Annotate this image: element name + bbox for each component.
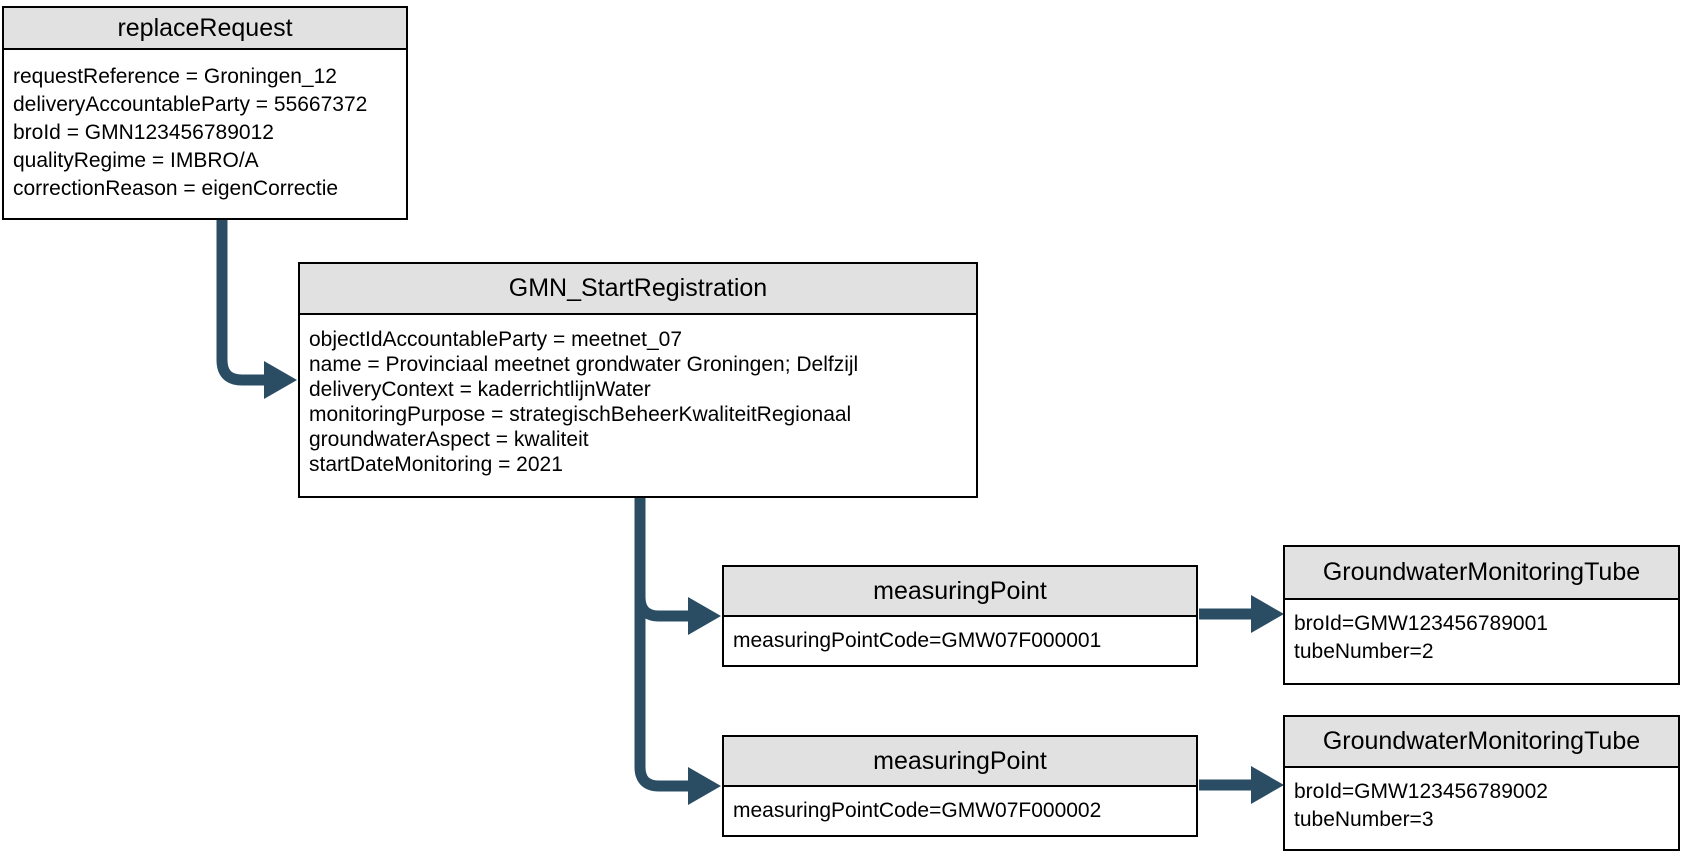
connector-replacerequest-to-gmn: [216, 220, 266, 386]
node-measuring-point-1-body: measuringPointCode=GMW07F000001: [724, 617, 1196, 665]
node-groundwater-monitoring-tube-2: GroundwaterMonitoringTube broId=GMW12345…: [1283, 715, 1680, 851]
arrowhead-to-tube-1: [1251, 595, 1284, 633]
connector-gmn-to-measuringpoint-1: [634, 498, 689, 622]
attribute-line: deliveryContext = kaderrichtlijnWater: [309, 378, 651, 401]
node-groundwater-monitoring-tube-1-header: GroundwaterMonitoringTube: [1285, 547, 1678, 600]
node-replace-request-title: replaceRequest: [117, 13, 293, 42]
node-measuring-point-2-body: measuringPointCode=GMW07F000002: [724, 787, 1196, 835]
node-groundwater-monitoring-tube-2-title: GroundwaterMonitoringTube: [1322, 727, 1641, 755]
attribute-line: broId=GMW123456789002: [1294, 780, 1548, 803]
node-measuring-point-1: measuringPoint measuringPointCode=GMW07F…: [722, 565, 1198, 667]
arrowhead-to-measuringpoint-1: [688, 597, 721, 635]
arrowhead-to-tube-2: [1251, 766, 1284, 804]
attribute-line: monitoringPurpose = strategischBeheerKwa…: [309, 403, 852, 426]
node-groundwater-monitoring-tube-2-body: broId=GMW123456789002 tubeNumber=3: [1285, 768, 1678, 834]
connector-gmn-to-measuringpoint-2: [634, 498, 689, 792]
node-groundwater-monitoring-tube-1: GroundwaterMonitoringTube broId=GMW12345…: [1283, 545, 1680, 685]
attribute-line: name = Provinciaal meetnet grondwater Gr…: [309, 353, 859, 376]
attribute-line: broId=GMW123456789001: [1294, 612, 1548, 635]
node-measuring-point-2-header: measuringPoint: [724, 737, 1196, 787]
node-measuring-point-2: measuringPoint measuringPointCode=GMW07F…: [722, 735, 1198, 837]
node-replace-request: replaceRequest requestReference = Gronin…: [2, 6, 408, 220]
attribute-line: objectIdAccountableParty = meetnet_07: [309, 328, 682, 351]
node-gmn-start-registration: GMN_StartRegistration objectIdAccountabl…: [298, 262, 978, 498]
attribute-line: requestReference = Groningen_12: [13, 65, 337, 88]
node-gmn-start-registration-title: GMN_StartRegistration: [508, 274, 768, 302]
node-measuring-point-1-header: measuringPoint: [724, 567, 1196, 617]
attribute-line: measuringPointCode=GMW07F000002: [733, 799, 1102, 822]
attribute-line: tubeNumber=3: [1294, 808, 1434, 831]
node-gmn-start-registration-body: objectIdAccountableParty = meetnet_07 na…: [300, 315, 976, 477]
node-replace-request-body: requestReference = Groningen_12 delivery…: [4, 50, 406, 203]
arrowhead-to-measuringpoint-2: [688, 767, 721, 805]
node-gmn-start-registration-header: GMN_StartRegistration: [300, 264, 976, 315]
attribute-line: broId = GMN123456789012: [13, 121, 274, 144]
attribute-line: qualityRegime = IMBRO/A: [13, 149, 259, 172]
attribute-line: groundwaterAspect = kwaliteit: [309, 428, 589, 451]
arrowhead-to-gmn: [264, 361, 297, 399]
node-groundwater-monitoring-tube-2-header: GroundwaterMonitoringTube: [1285, 717, 1678, 768]
attribute-line: measuringPointCode=GMW07F000001: [733, 629, 1102, 652]
node-groundwater-monitoring-tube-1-title: GroundwaterMonitoringTube: [1322, 558, 1641, 586]
node-measuring-point-1-title: measuringPoint: [873, 576, 1047, 605]
attribute-line: tubeNumber=2: [1294, 640, 1434, 663]
attribute-line: startDateMonitoring = 2021: [309, 453, 563, 476]
node-measuring-point-2-title: measuringPoint: [873, 746, 1047, 775]
node-replace-request-header: replaceRequest: [4, 8, 406, 50]
attribute-line: correctionReason = eigenCorrectie: [13, 177, 339, 200]
attribute-line: deliveryAccountableParty = 55667372: [13, 93, 368, 116]
node-groundwater-monitoring-tube-1-body: broId=GMW123456789001 tubeNumber=2: [1285, 600, 1678, 666]
